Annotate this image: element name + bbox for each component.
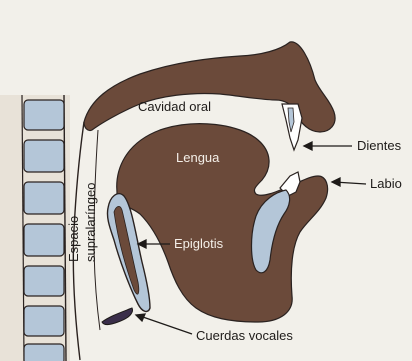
label-epiglotis: Epiglotis [174,236,224,251]
label-espacio-line2: supralaríngeo [83,183,98,263]
vertebra [24,100,64,130]
vertebra [24,224,64,256]
spine [0,95,70,361]
vertebra [24,344,64,361]
label-espacio-line1: Espacio [66,216,81,262]
vertebra [24,182,64,214]
vertebra [24,140,64,172]
cuerdas-arrow-line [140,316,192,334]
label-labio: Labio [370,176,402,191]
label-cavidad-oral: Cavidad oral [138,99,211,114]
vertebra [24,306,64,336]
vertebra [24,266,64,296]
label-cuerdas-vocales: Cuerdas vocales [196,328,293,343]
vocal-cords-shape [102,308,132,325]
label-lengua: Lengua [176,150,220,165]
label-dientes: Dientes [357,138,402,153]
cuerdas-arrowhead [136,314,145,321]
